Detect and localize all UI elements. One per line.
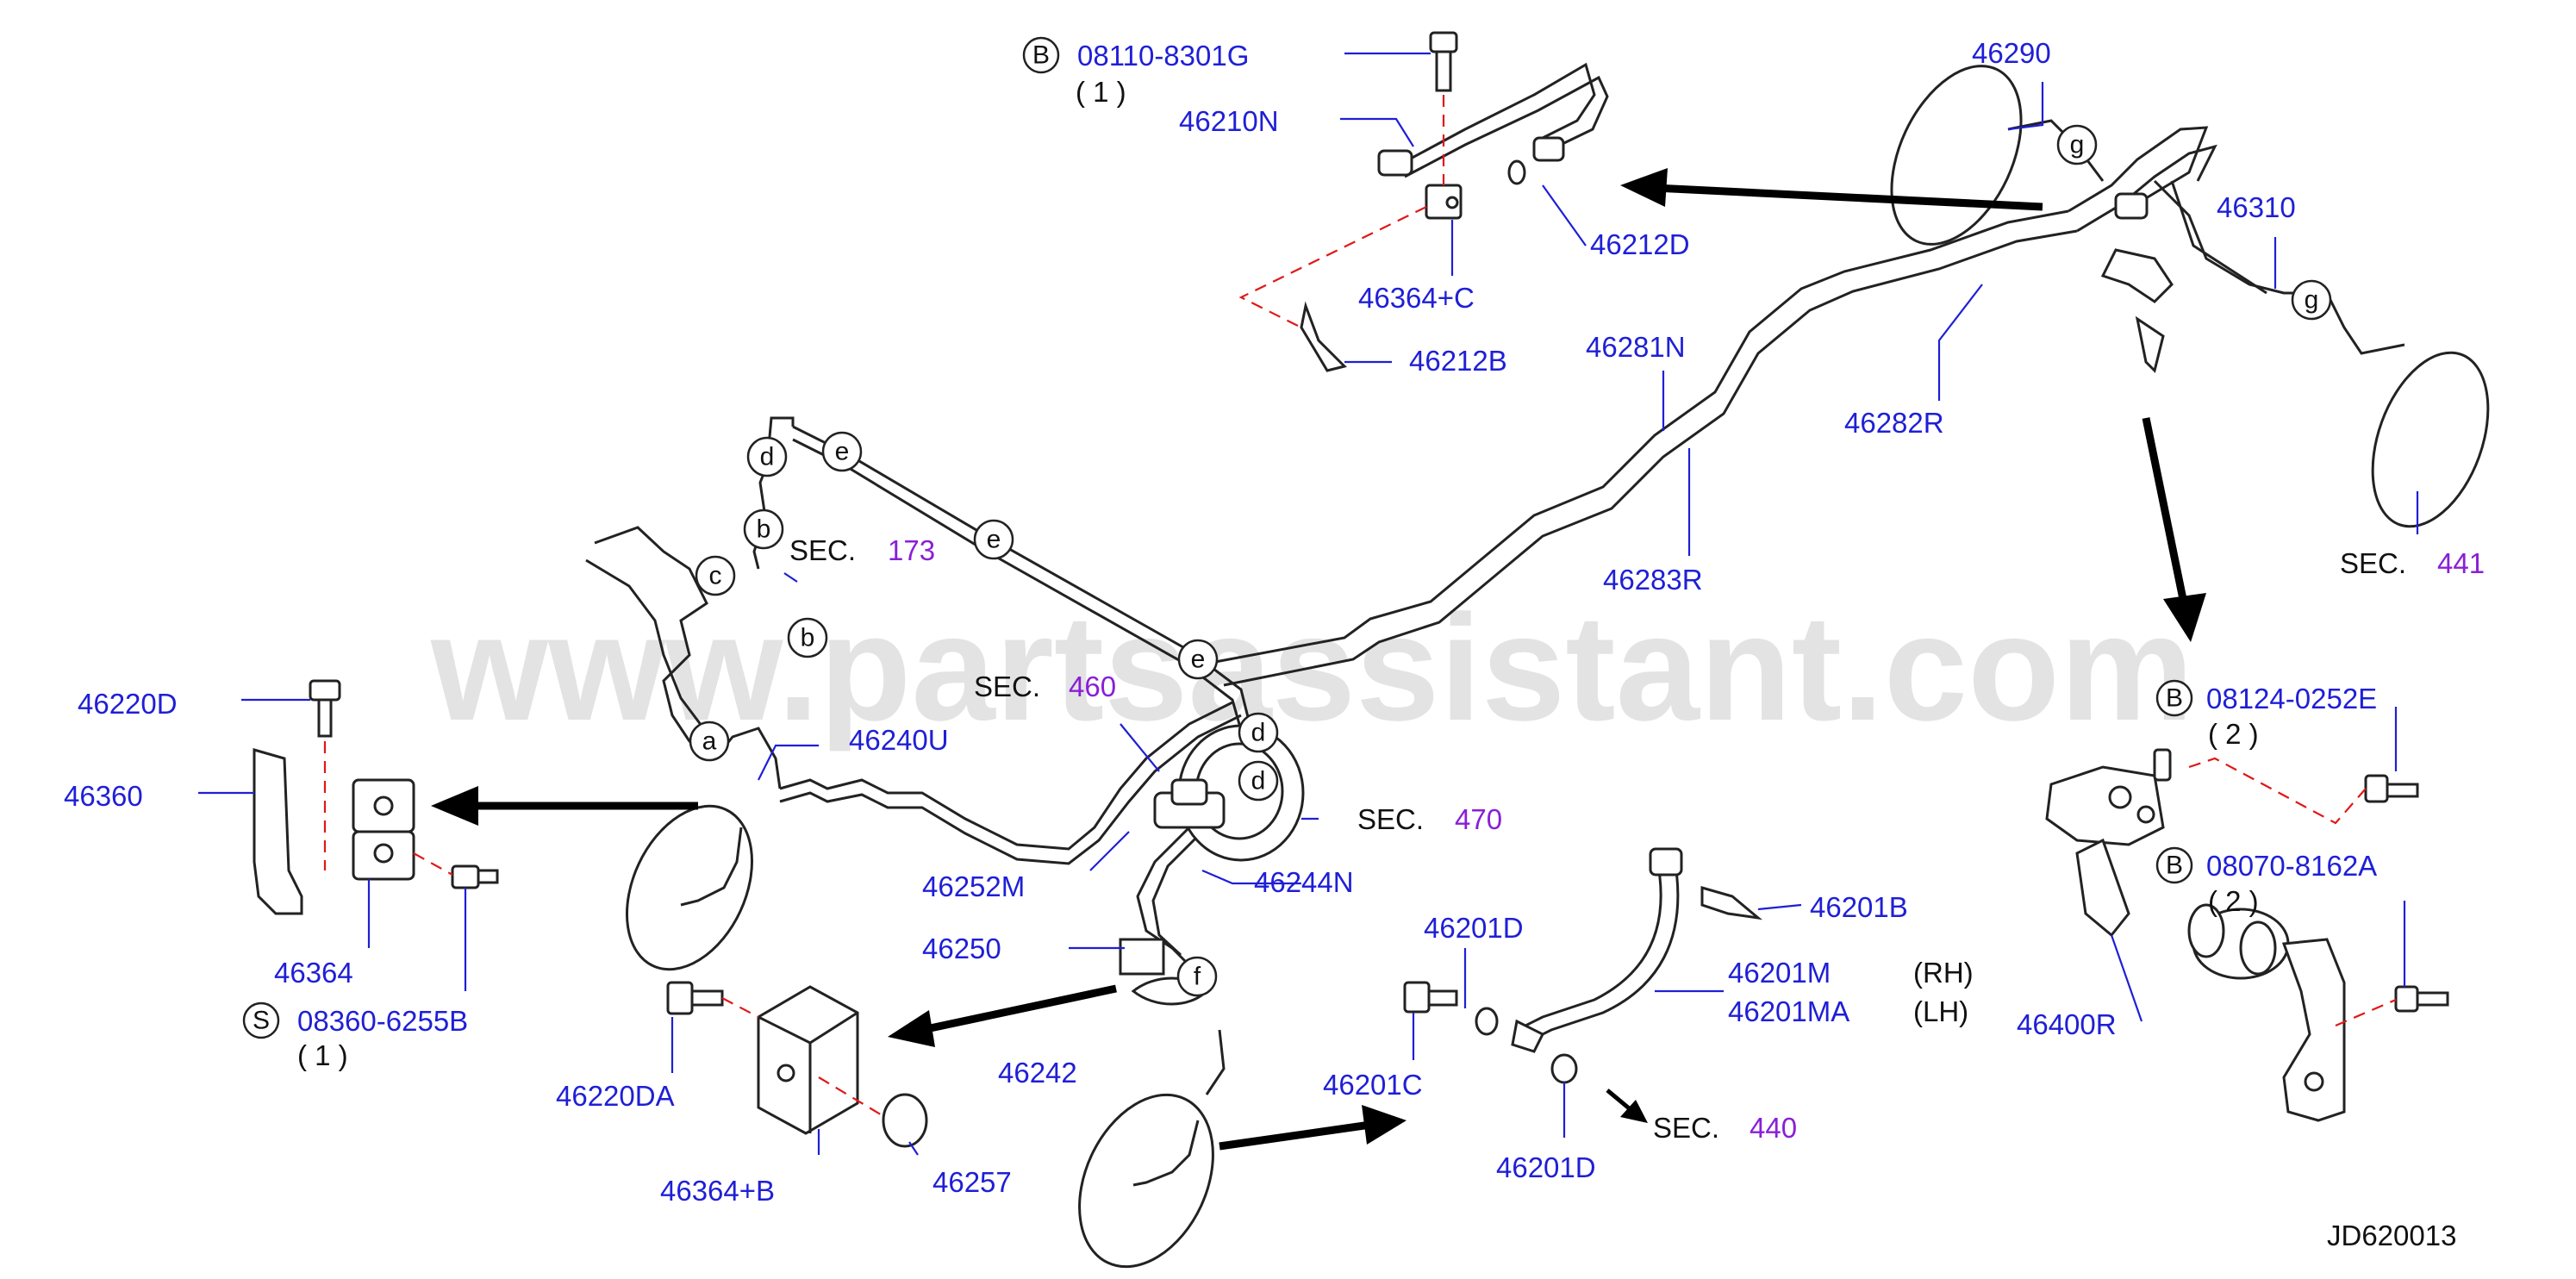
master-cylinder-area [1119,724,1305,1006]
part-label: 46290 [1972,37,2051,69]
main-brake-tubes [585,126,2217,976]
connection-mark-g: g [2070,131,2085,159]
part-label: 08124-0252E [2206,683,2377,714]
bottom-left-block [666,981,928,1148]
section-ref-label: SEC. [1357,803,1424,835]
section-ref-number: 441 [2437,547,2485,579]
left-exploded-bracket [253,679,499,915]
section-ref-label: SEC. [1653,1112,1719,1144]
diagram-code: JD620013 [2327,1220,2456,1251]
part-labels: 08110-8301G ( 1 ) 46210N 46212D 46364+C … [64,37,2377,1207]
fastener-mark-s: S [253,1007,270,1035]
part-label: 46212D [1590,228,1690,260]
fastener-marks: B B B S [242,36,2193,1039]
part-quantity: ( 2 ) [2208,718,2259,750]
connection-mark-b: b [757,515,771,544]
part-label: 46364+C [1358,282,1475,314]
part-label: 46244N [1254,866,1354,898]
side-note-lh: (LH) [1913,995,1968,1027]
part-label: 46257 [932,1166,1012,1198]
connection-mark-e: e [987,526,1001,554]
connection-mark-d: d [1251,719,1266,747]
part-label: 46364+B [660,1175,775,1207]
top-exploded-tube-46210N [1238,31,1609,372]
connection-mark-b: b [801,624,815,652]
section-ref-label: SEC. [789,534,856,566]
part-label: 46212B [1409,345,1507,377]
part-quantity: ( 1 ) [297,1039,348,1071]
section-ref-number: 440 [1750,1112,1797,1144]
leader-lines [198,52,2419,1156]
part-quantity: ( 2 ) [2208,885,2259,917]
part-label: 46201MA [1728,995,1849,1027]
part-label: 46201C [1323,1069,1423,1101]
part-label: 46201D [1496,1151,1596,1183]
part-label: 46364 [274,957,353,989]
part-label: 08110-8301G [1077,40,1249,72]
part-label: 46240U [849,724,949,756]
connection-mark-d: d [1251,767,1266,795]
lsv-bracket-46400R [2045,748,2449,1122]
part-label: 46310 [2217,191,2296,223]
connection-mark-c: c [709,562,722,590]
part-label: 46252M [922,870,1025,902]
section-ref-number: 173 [888,534,935,566]
part-quantity: ( 1 ) [1076,76,1126,108]
part-label: 46201B [1810,891,1908,923]
section-ref-number: 460 [1069,671,1116,702]
part-label: 08360-6255B [297,1005,468,1037]
part-label: 46400R [2017,1008,2117,1040]
fastener-mark-b: B [1032,41,1050,70]
brake-hose-group [1403,847,1763,1084]
connection-mark-d: d [760,443,775,471]
part-label: 46250 [922,933,1001,964]
part-label: 46360 [64,780,143,812]
connection-marks: a b b c d d d e e e f g g [689,124,2332,997]
section-ref-label: SEC. [974,671,1040,702]
section-ref-number: 470 [1455,803,1502,835]
section-references: SEC. 173 SEC. 460 SEC. 470 SEC. 441 SEC.… [789,534,2485,1144]
part-label: 46201D [1424,912,1524,944]
wheel-discs [625,804,1226,1269]
direction-arrows [431,168,2206,1151]
connection-mark-f: f [1194,963,1201,991]
part-label: 46220D [78,688,178,720]
fastener-mark-b: B [2166,684,2183,713]
part-label: 46281N [1586,331,1686,363]
part-label: 46201M [1728,957,1831,989]
section-ref-label: SEC. [2340,547,2406,579]
connection-mark-e: e [835,438,850,466]
part-label: 46282R [1844,407,1944,439]
part-label: 08070-8162A [2206,850,2377,882]
part-label: 46283R [1603,564,1703,596]
fastener-mark-b: B [2166,852,2183,880]
connection-mark-e: e [1191,646,1206,674]
part-label: 46210N [1179,105,1279,137]
part-label: 46220DA [556,1080,675,1112]
side-note-rh: (RH) [1913,957,1974,989]
connection-mark-a: a [702,727,717,756]
rear-caliper-area [1890,65,2490,528]
part-label: 46242 [998,1057,1077,1089]
connection-mark-g: g [2305,286,2319,315]
